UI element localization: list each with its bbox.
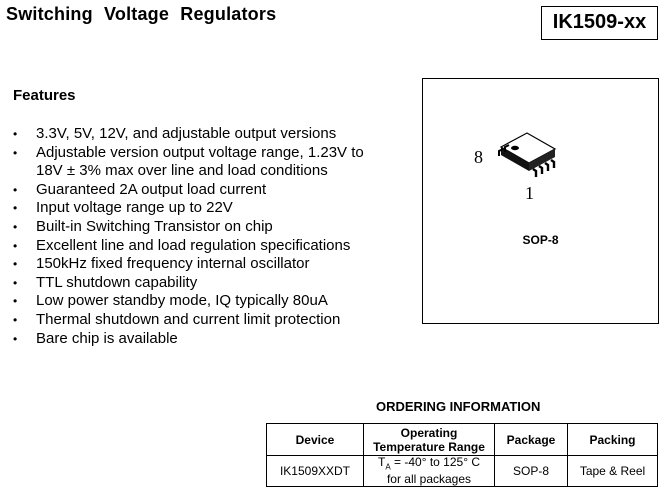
feature-item: •TTL shutdown capability [13,273,198,291]
feature-item: •3.3V, 5V, 12V, and adjustable output ve… [13,125,337,142]
bullet-icon: • [13,294,18,309]
sop8-chip-icon [498,132,557,177]
header-packing: Packing [567,423,658,456]
pin-8-label: 8 [474,147,483,167]
feature-item: •Built-in Switching Transistor on chip [13,217,273,235]
bullet-icon: • [13,238,18,253]
cell-package: SOP-8 [494,454,568,488]
feature-item: •Input voltage range up to 22V [13,199,233,217]
feature-item: •Guaranteed 2A output load current [13,180,267,198]
feature-item: •Bare chip is available [13,329,178,347]
ordering-table: Device Operating Temperature Range Packa… [266,423,658,488]
header-temperature: Operating Temperature Range [363,423,495,456]
bullet-icon: • [13,201,18,216]
header-package: Package [494,423,568,456]
bullet-icon: • [13,127,18,141]
bullet-icon: • [13,219,18,234]
pin-1-label: 1 [525,183,534,203]
package-drawing-box: 8 1 SOP-8 [422,78,659,324]
table-row: IK1509XXDT TA = -40° to 125° C for all p… [266,454,658,488]
ordering-title: ORDERING INFORMATION [376,399,541,414]
feature-item: •Low power standby mode, IQ typically 80… [13,292,328,310]
cell-device: IK1509XXDT [266,454,364,488]
header-device: Device [266,423,364,456]
bullet-icon: • [13,257,18,272]
cell-temperature: TA = -40° to 125° C for all packages [363,454,495,488]
features-heading: Features [13,87,76,104]
bullet-icon: • [13,182,18,197]
bullet-icon: • [13,275,18,290]
bullet-icon: • [13,312,18,327]
table-header-row: Device Operating Temperature Range Packa… [266,423,658,456]
feature-item: •Excellent line and load regulation spec… [13,236,351,254]
bullet-icon: • [13,331,18,346]
bullet-icon: • [13,145,18,160]
package-name: SOP-8 [522,233,559,247]
cell-packing: Tape & Reel [567,454,658,488]
feature-item: •150kHz fixed frequency internal oscilla… [13,255,310,273]
page-title: Switching Voltage Regulators [6,4,277,24]
part-number-box: IK1509-xx [541,6,658,40]
feature-item: •Adjustable version output voltage range… [13,143,364,180]
feature-item: •Thermal shutdown and current limit prot… [13,310,341,328]
feature-list: •3.3V, 5V, 12V, and adjustable output ve… [11,125,391,348]
